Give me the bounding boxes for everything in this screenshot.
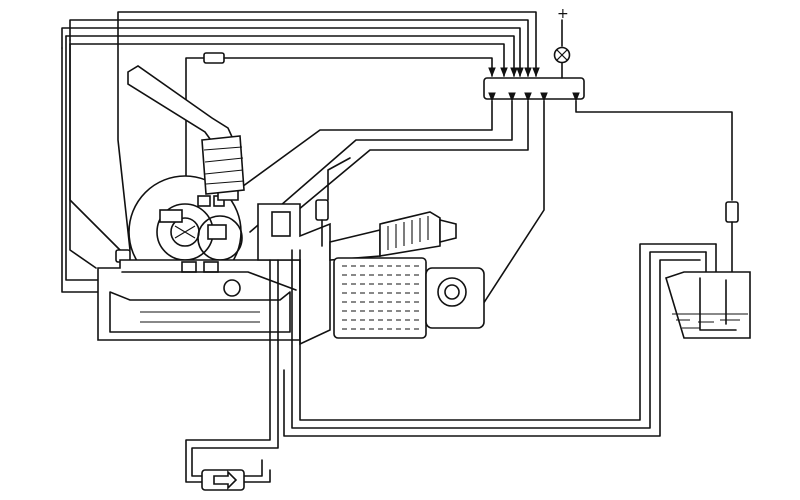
- positive-terminal-label: +: [557, 6, 569, 22]
- heat-shield-grid: [342, 265, 419, 330]
- catalytic-converter: [329, 211, 485, 339]
- oxygen-sensor-connector: [315, 199, 329, 247]
- ecu-top-wiring: [61, 11, 540, 221]
- fluid-tank: [665, 271, 751, 339]
- warning-lamp: +: [553, 6, 571, 79]
- ecu-bottom-wiring: [223, 92, 548, 325]
- check-valve: [201, 469, 245, 491]
- engine-assembly: [97, 65, 331, 346]
- tank-sender-wiring: [572, 92, 739, 273]
- vacuum-hoses: [185, 243, 717, 483]
- control-unit: [483, 77, 585, 100]
